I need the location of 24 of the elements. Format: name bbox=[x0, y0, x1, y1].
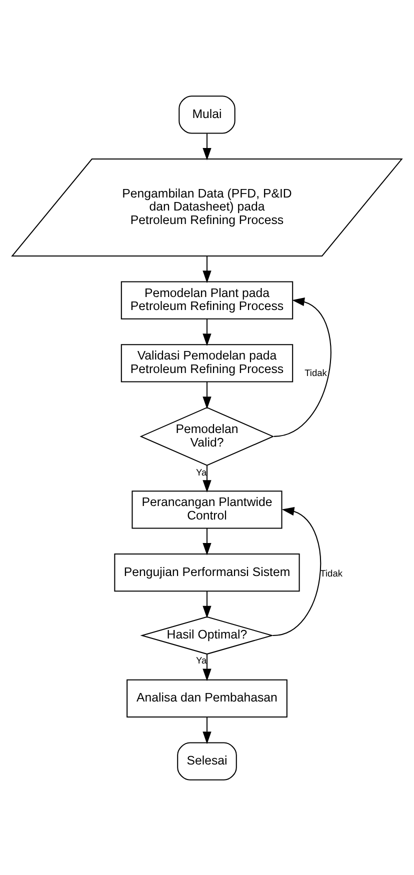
arrow bbox=[272, 506, 322, 636]
arrow bbox=[202, 716, 212, 744]
arrow bbox=[202, 256, 212, 283]
node-box: Validasi Pemodelan pada Petroleum Refining Process bbox=[120, 344, 294, 382]
node-box: Pemodelan Plant pada Petroleum Refining Process bbox=[120, 280, 294, 319]
arrow bbox=[274, 297, 332, 436]
arrow bbox=[202, 465, 212, 492]
node-box: Analisa dan Pembahasan bbox=[126, 678, 288, 717]
node-box: Mulai bbox=[178, 95, 236, 134]
edge-label: Ya bbox=[196, 655, 207, 666]
node-diamond: Hasil Optimal? bbox=[140, 616, 274, 654]
arrow bbox=[202, 654, 212, 681]
node-diamond: Pemodelan Valid? bbox=[140, 406, 274, 466]
arrow bbox=[202, 133, 212, 160]
edge-label: Ya bbox=[196, 466, 207, 477]
node-box: Selesai bbox=[177, 742, 237, 780]
edge-label: Tidak bbox=[304, 368, 327, 378]
node-box: Perancangan Plantwide Control bbox=[132, 490, 282, 528]
arrow bbox=[202, 528, 212, 555]
node-box: Pengujian Performansi Sistem bbox=[114, 553, 300, 592]
arrow bbox=[202, 590, 212, 618]
arrow bbox=[202, 381, 212, 409]
edge-label: Tidak bbox=[320, 568, 343, 578]
arrow bbox=[202, 318, 212, 346]
